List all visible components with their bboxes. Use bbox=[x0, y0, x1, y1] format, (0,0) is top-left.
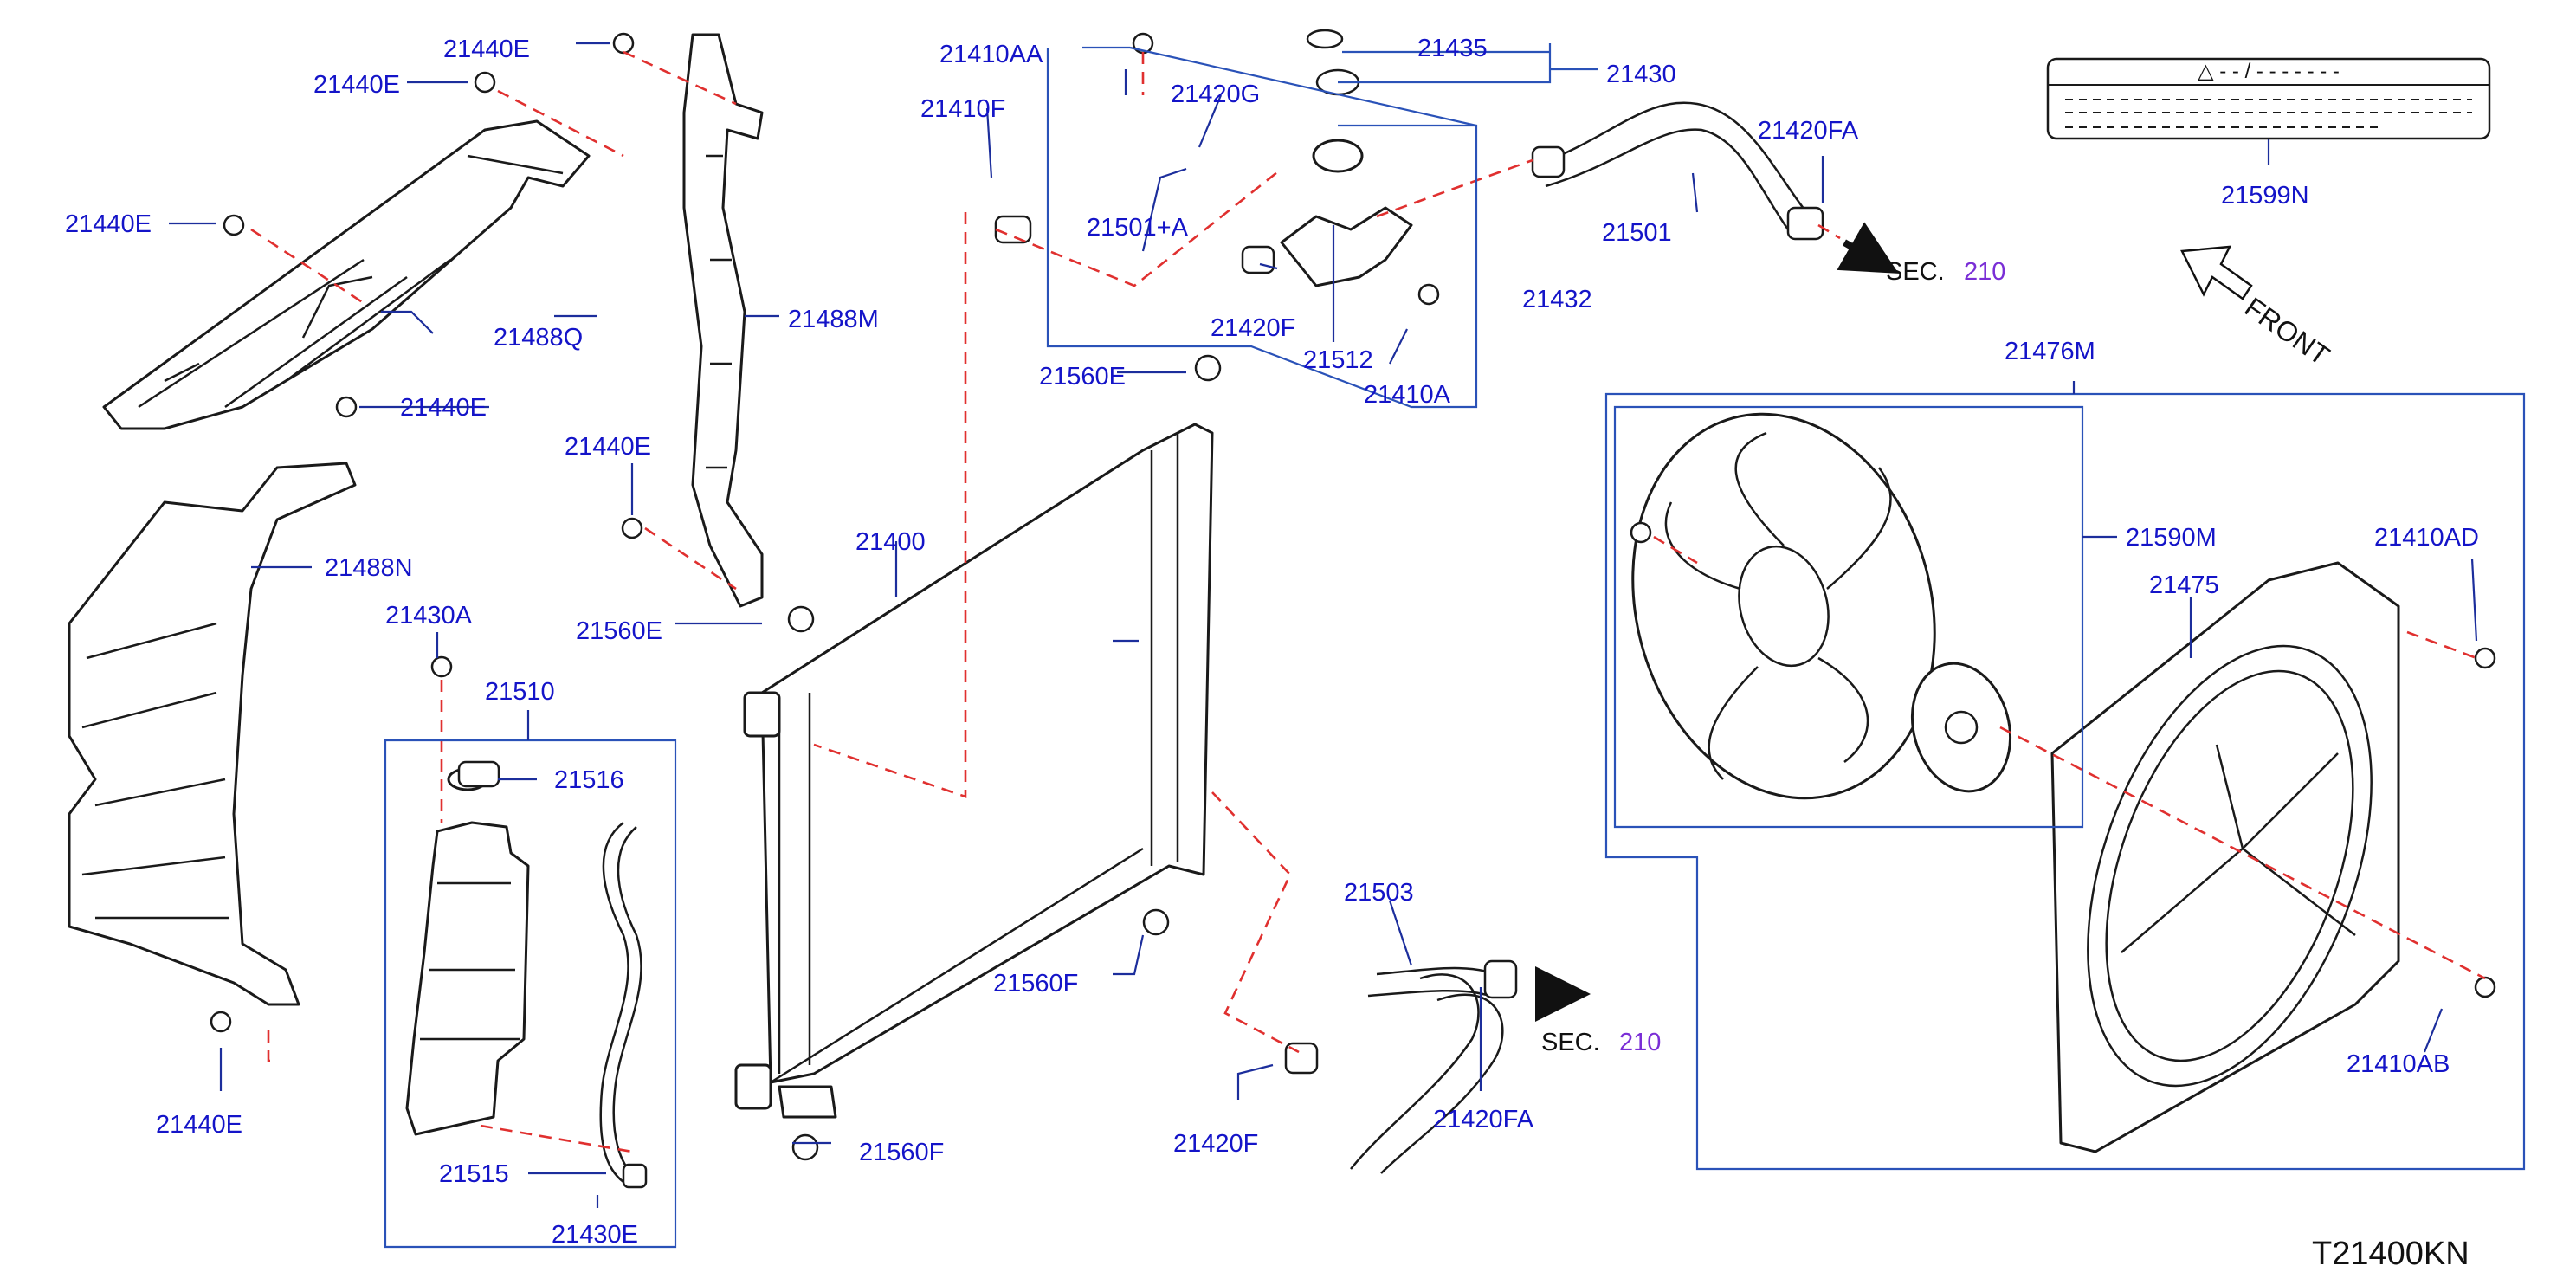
sec-arrow-upper bbox=[1837, 222, 1899, 274]
label-21503: 21503 bbox=[1344, 879, 1414, 907]
water-outlet-21512 bbox=[1280, 139, 1413, 287]
label-21440E-f: 21440E bbox=[156, 1111, 242, 1139]
label-21410A: 21410A bbox=[1364, 381, 1451, 409]
label-21410F: 21410F bbox=[920, 95, 1005, 123]
assembly-guide-lines bbox=[250, 50, 2486, 1153]
reservoir-hose-21515 bbox=[599, 822, 642, 1183]
label-21512: 21512 bbox=[1303, 346, 1373, 374]
label-21475: 21475 bbox=[2149, 571, 2219, 599]
label-21590M: 21590M bbox=[2126, 524, 2217, 552]
upper-air-guide-21488Q bbox=[102, 119, 591, 430]
lower-hose-21503 bbox=[1350, 966, 1508, 1174]
diagram-id: T21400KN bbox=[2312, 1236, 2469, 1272]
label-21560F-b: 21560F bbox=[859, 1139, 944, 1166]
fan-blade-21590M bbox=[1631, 412, 1936, 800]
sec-number-lower: 210 bbox=[1619, 1029, 1661, 1056]
label-21440E-b: 21440E bbox=[313, 71, 400, 99]
bolt-symbols bbox=[210, 29, 2496, 1189]
label-21420F-a: 21420F bbox=[1211, 314, 1295, 342]
sec-label-lower: SEC. bbox=[1541, 1029, 1600, 1056]
label-21400: 21400 bbox=[855, 528, 926, 556]
label-21430E: 21430E bbox=[552, 1221, 638, 1249]
label-21410AA: 21410AA bbox=[939, 41, 1043, 68]
fan-motor-21475 bbox=[1910, 662, 2012, 793]
label-21440E-e: 21440E bbox=[565, 433, 651, 461]
radiator-21400 bbox=[734, 423, 1214, 1119]
fan-shroud-21475 bbox=[2050, 561, 2400, 1153]
label-21420FA-a: 21420FA bbox=[1758, 117, 1859, 145]
lower-air-guide-21488N bbox=[68, 462, 357, 1006]
label-21488N: 21488N bbox=[325, 554, 413, 582]
label-plate-header: △ - - / - - - - - - - bbox=[2198, 60, 2340, 83]
caution-triangle-icon: △ bbox=[2198, 60, 2214, 83]
front-label: FRONT bbox=[2239, 291, 2335, 371]
label-21560F-a: 21560F bbox=[993, 970, 1078, 998]
label-21488Q: 21488Q bbox=[494, 324, 583, 352]
label-21440E-a: 21440E bbox=[443, 36, 530, 63]
label-21476M: 21476M bbox=[2005, 338, 2095, 365]
label-21420G: 21420G bbox=[1171, 81, 1260, 108]
reservoir-tank-21510 bbox=[405, 767, 530, 1136]
label-21430A: 21430A bbox=[385, 602, 473, 630]
label-21501A: 21501+A bbox=[1087, 214, 1189, 242]
label-21516: 21516 bbox=[554, 766, 624, 794]
label-21599N: 21599N bbox=[2221, 182, 2309, 210]
sec-number-upper: 210 bbox=[1964, 258, 2005, 286]
front-arrow-icon bbox=[2180, 245, 2253, 300]
label-plate-header-text: - - / - - - - - - - bbox=[2219, 60, 2340, 83]
label-21432: 21432 bbox=[1522, 286, 1592, 313]
label-21430: 21430 bbox=[1606, 61, 1676, 88]
leader-lines bbox=[169, 42, 2478, 1208]
label-21488M: 21488M bbox=[788, 306, 879, 333]
label-21440E-c: 21440E bbox=[65, 210, 152, 238]
label-21410AD: 21410AD bbox=[2374, 524, 2479, 552]
label-21510: 21510 bbox=[485, 678, 555, 706]
upper-hose-21501 bbox=[1536, 101, 1811, 230]
label-21501: 21501 bbox=[1602, 219, 1672, 247]
frame-boxes bbox=[384, 43, 2526, 1249]
label-21515: 21515 bbox=[439, 1160, 509, 1188]
label-21420FA-b: 21420FA bbox=[1433, 1106, 1534, 1133]
label-21410AB: 21410AB bbox=[2347, 1050, 2450, 1078]
label-21435: 21435 bbox=[1417, 35, 1488, 62]
label-21560E-b: 21560E bbox=[576, 617, 662, 645]
label-21440E-d: 21440E bbox=[400, 394, 487, 422]
label-21420F-b: 21420F bbox=[1173, 1130, 1258, 1158]
sec-label-upper: SEC. bbox=[1886, 258, 1945, 286]
label-plate-21599N: △ - - / - - - - - - - bbox=[2046, 57, 2491, 140]
side-air-guide-21488M bbox=[682, 33, 764, 608]
label-21560E-a: 21560E bbox=[1039, 363, 1126, 391]
